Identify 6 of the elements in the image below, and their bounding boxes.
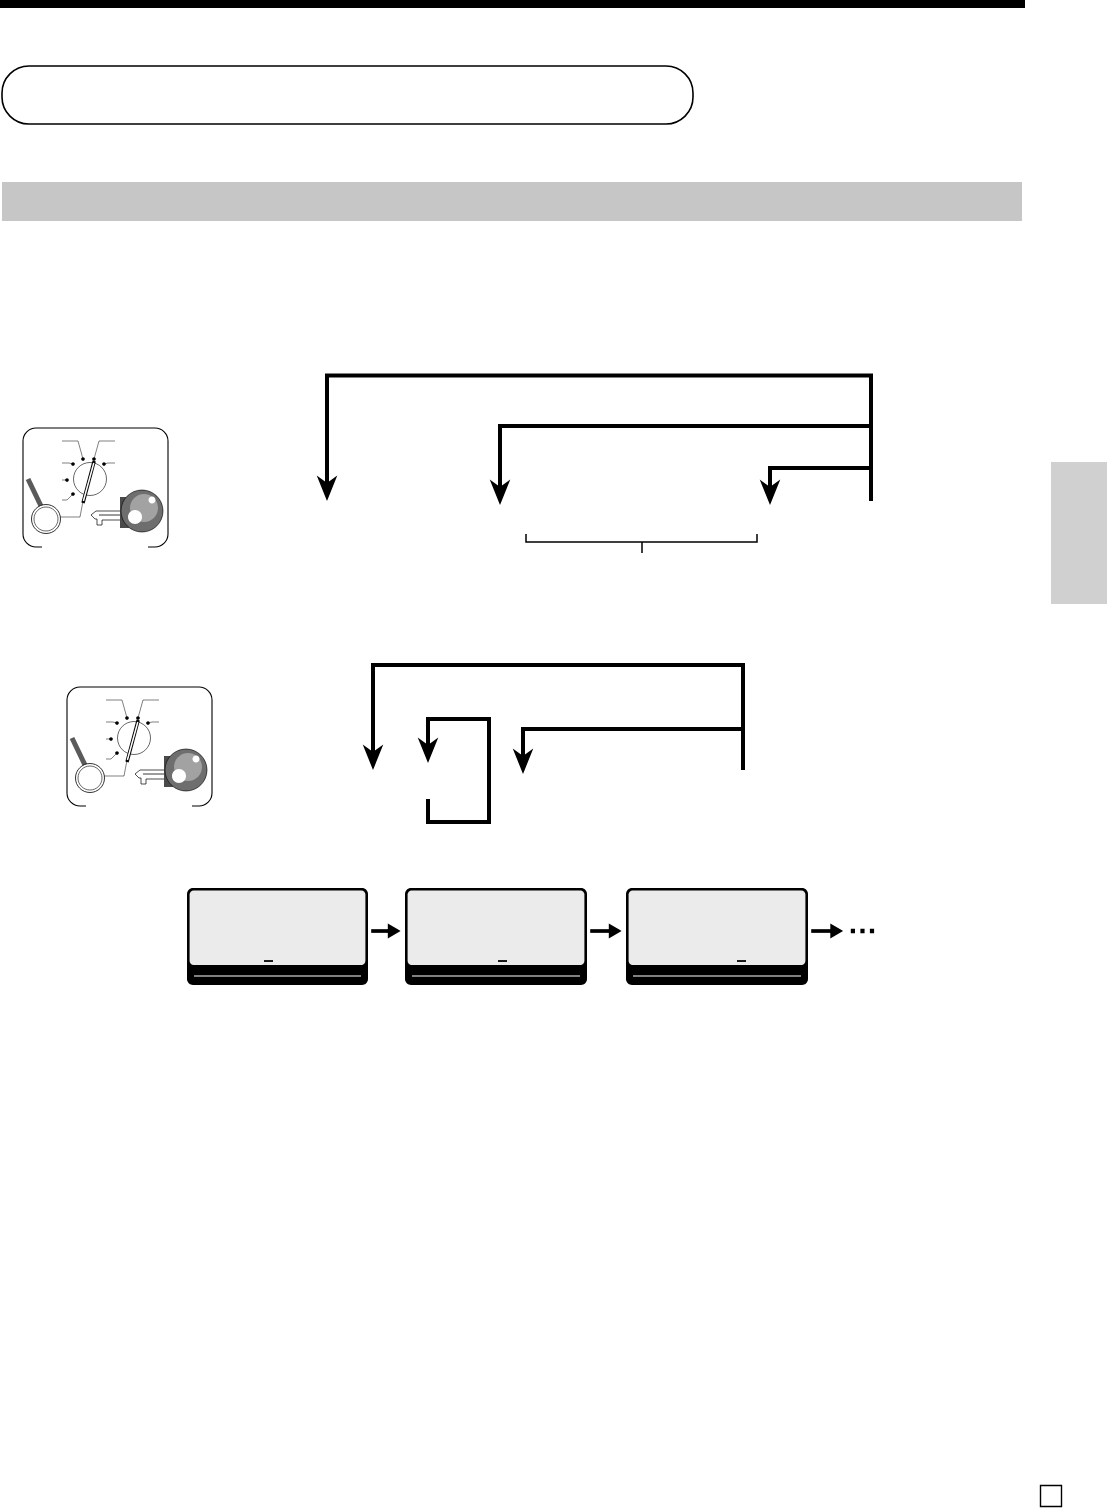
display-screen: [626, 888, 808, 985]
display-screen: [405, 888, 587, 985]
display-screen: [187, 888, 368, 985]
ellipsis: …: [850, 928, 875, 934]
side-tab: [1051, 462, 1107, 604]
heading-band: [2, 182, 1022, 221]
